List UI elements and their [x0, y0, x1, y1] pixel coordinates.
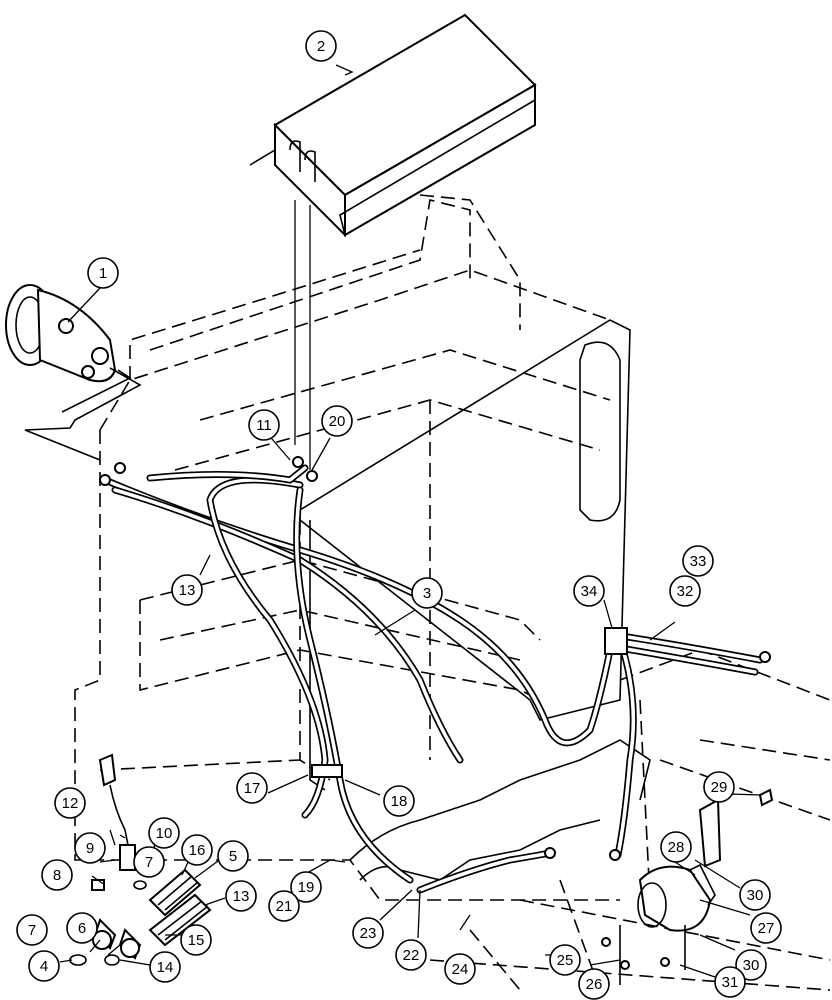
svg-text:13: 13 — [179, 582, 196, 599]
callout-30b: 30 — [735, 949, 767, 981]
svg-text:31: 31 — [722, 974, 739, 991]
callout-29: 29 — [703, 771, 735, 803]
svg-text:29: 29 — [711, 779, 728, 796]
callout-10: 10 — [148, 817, 180, 849]
svg-text:30: 30 — [743, 957, 760, 974]
motor — [601, 788, 774, 985]
svg-text:15: 15 — [188, 932, 205, 949]
svg-text:11: 11 — [256, 417, 272, 434]
callout-30a: 30 — [739, 879, 771, 911]
callout-16: 16 — [181, 834, 213, 866]
callout-28: 28 — [660, 831, 692, 863]
svg-text:4: 4 — [40, 958, 48, 975]
box-unit — [249, 13, 537, 470]
svg-text:26: 26 — [586, 976, 603, 993]
callout-5: 5 — [217, 840, 249, 872]
hoses — [99, 456, 771, 894]
svg-text:6: 6 — [78, 920, 86, 937]
svg-text:30: 30 — [747, 887, 764, 904]
callouts: 1 2 3 4 5 6 7 7 8 9 10 11 12 13 13 14 15… — [16, 30, 782, 1000]
callout-14: 14 — [149, 951, 181, 983]
svg-text:14: 14 — [157, 959, 174, 976]
callout-17: 17 — [236, 772, 268, 804]
svg-text:20: 20 — [329, 413, 346, 430]
callout-4: 4 — [28, 950, 60, 982]
svg-text:8: 8 — [53, 867, 61, 884]
svg-text:34: 34 — [581, 583, 598, 600]
svg-text:19: 19 — [298, 879, 315, 896]
callout-23: 23 — [352, 917, 384, 949]
callout-19: 19 — [290, 871, 322, 903]
svg-text:25: 25 — [557, 952, 574, 969]
svg-text:18: 18 — [391, 793, 408, 810]
svg-text:7: 7 — [28, 922, 36, 939]
callout-2: 2 — [305, 30, 337, 62]
svg-text:33: 33 — [690, 553, 707, 570]
svg-text:24: 24 — [452, 961, 469, 978]
callout-27: 27 — [750, 912, 782, 944]
callout-22: 22 — [395, 939, 427, 971]
callout-8: 8 — [41, 859, 73, 891]
callout-3: 3 — [411, 577, 443, 609]
compressor — [5, 284, 142, 461]
callout-13b: 13 — [225, 880, 257, 912]
callout-20: 20 — [321, 405, 353, 437]
callout-1: 1 — [87, 257, 119, 289]
svg-text:13: 13 — [233, 888, 250, 905]
callout-32: 32 — [669, 575, 701, 607]
callout-25: 25 — [549, 944, 581, 976]
svg-text:1: 1 — [99, 265, 107, 282]
callout-26: 26 — [578, 968, 610, 1000]
callout-18: 18 — [383, 785, 415, 817]
svg-text:28: 28 — [668, 839, 685, 856]
callout-9: 9 — [74, 832, 106, 864]
callout-7b: 7 — [16, 914, 48, 946]
callout-7a: 7 — [133, 846, 165, 878]
callout-34: 34 — [573, 575, 605, 607]
svg-text:3: 3 — [423, 585, 431, 602]
svg-text:5: 5 — [229, 848, 237, 865]
svg-text:7: 7 — [145, 854, 153, 871]
svg-text:17: 17 — [244, 780, 261, 797]
svg-text:10: 10 — [156, 825, 173, 842]
callout-12: 12 — [54, 787, 86, 819]
callout-24: 24 — [444, 953, 476, 985]
svg-text:2: 2 — [317, 38, 325, 55]
svg-text:32: 32 — [677, 583, 694, 600]
callout-33: 33 — [682, 545, 714, 577]
callout-11: 11 — [248, 409, 280, 441]
svg-text:9: 9 — [86, 840, 94, 857]
svg-text:21: 21 — [276, 898, 293, 915]
svg-text:16: 16 — [189, 842, 206, 859]
callout-31: 31 — [714, 966, 746, 998]
callout-13a: 13 — [171, 574, 203, 606]
exploded-fittings — [69, 753, 212, 966]
callout-6: 6 — [66, 912, 98, 944]
callout-15: 15 — [180, 924, 212, 956]
callout-21: 21 — [268, 890, 300, 922]
svg-text:23: 23 — [360, 925, 377, 942]
svg-text:12: 12 — [62, 795, 79, 812]
svg-text:22: 22 — [403, 947, 420, 964]
svg-text:27: 27 — [758, 920, 775, 937]
